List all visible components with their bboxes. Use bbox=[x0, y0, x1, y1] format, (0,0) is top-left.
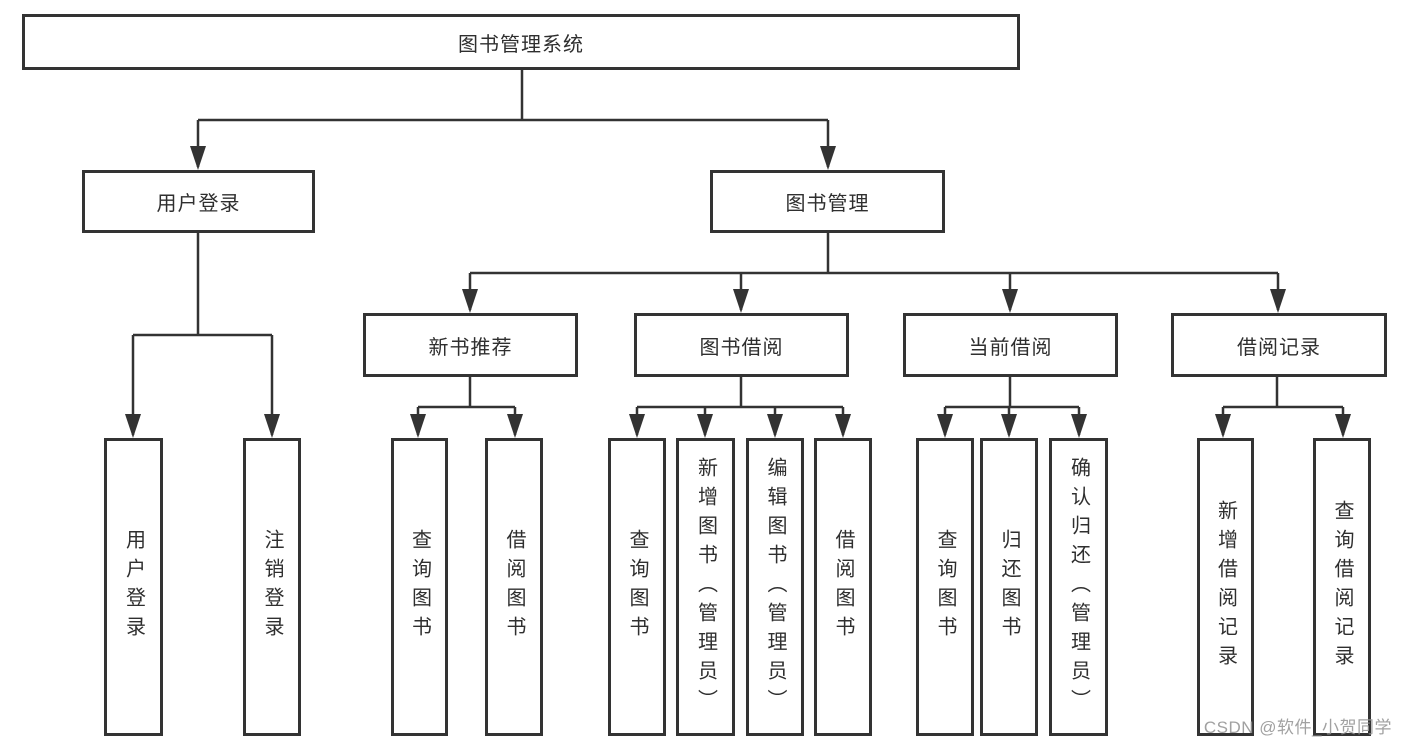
arrowhead bbox=[462, 289, 478, 313]
node-book-borrowing: 图书借阅 bbox=[634, 313, 849, 377]
connector-borrowrecords-to-leaves bbox=[1221, 377, 1345, 435]
arrowhead bbox=[1001, 414, 1017, 438]
node-current-borrowing: 当前借阅 bbox=[903, 313, 1118, 377]
leaf-user-login: 用户登录 bbox=[104, 438, 163, 736]
leaf-query-books-borrow: 查询图书 bbox=[608, 438, 666, 736]
leaf-query-books-recommend: 查询图书 bbox=[391, 438, 448, 736]
arrowhead bbox=[1071, 414, 1087, 438]
arrowhead bbox=[410, 414, 426, 438]
leaf-query-books-current: 查询图书 bbox=[916, 438, 974, 736]
arrowhead bbox=[937, 414, 953, 438]
arrowhead bbox=[629, 414, 645, 438]
arrowhead bbox=[767, 414, 783, 438]
node-new-book-recommendation: 新书推荐 bbox=[363, 313, 578, 377]
node-user-login: 用户登录 bbox=[82, 170, 315, 233]
connector-root-to-level2 bbox=[196, 70, 830, 167]
node-borrow-records: 借阅记录 bbox=[1171, 313, 1387, 377]
arrowhead bbox=[1002, 289, 1018, 313]
arrowheads bbox=[125, 146, 1351, 438]
leaf-logout: 注销登录 bbox=[243, 438, 301, 736]
arrowhead bbox=[1335, 414, 1351, 438]
connector-bookmgmt-to-level3 bbox=[468, 233, 1280, 310]
node-book-management: 图书管理 bbox=[710, 170, 945, 233]
arrowhead bbox=[264, 414, 280, 438]
arrowhead bbox=[733, 289, 749, 313]
leaf-edit-books-admin: 编辑图书（管理员） bbox=[746, 438, 804, 736]
arrowhead bbox=[125, 414, 141, 438]
arrowhead bbox=[1270, 289, 1286, 313]
leaf-query-borrow-record: 查询借阅记录 bbox=[1313, 438, 1371, 736]
leaf-borrow-books-recommend: 借阅图书 bbox=[485, 438, 543, 736]
arrowhead bbox=[820, 146, 836, 170]
arrowhead bbox=[697, 414, 713, 438]
arrowhead bbox=[507, 414, 523, 438]
arrowhead bbox=[190, 146, 206, 170]
arrowhead bbox=[1215, 414, 1231, 438]
connector-userlogin-to-leaves bbox=[131, 233, 274, 435]
leaf-borrow-books: 借阅图书 bbox=[814, 438, 872, 736]
leaf-add-borrow-record: 新增借阅记录 bbox=[1197, 438, 1254, 736]
csdn-watermark: CSDN @软件_小贺同学 bbox=[1203, 718, 1392, 737]
connector-bookborrow-to-leaves bbox=[635, 377, 845, 435]
leaf-add-books-admin: 新增图书（管理员） bbox=[676, 438, 735, 736]
arrowhead bbox=[835, 414, 851, 438]
leaf-return-books: 归还图书 bbox=[980, 438, 1038, 736]
leaf-confirm-return-admin: 确认归还（管理员） bbox=[1049, 438, 1108, 736]
connector-newbook-to-leaves bbox=[416, 377, 517, 435]
node-library-system-root: 图书管理系统 bbox=[22, 14, 1020, 70]
